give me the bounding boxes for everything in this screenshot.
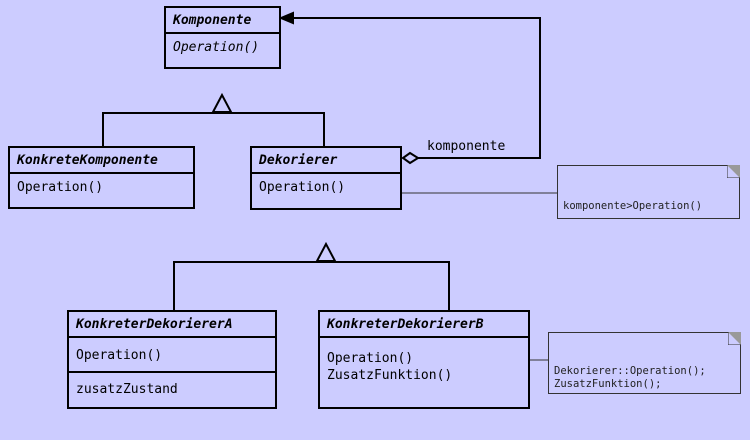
note-fold-icon (728, 332, 741, 345)
note-line: Dekorierer::Operation(); (554, 365, 706, 377)
operations-section: Operation() (166, 32, 279, 62)
class-konkreter-dekorierer-b: KonkreterDekoriererB Operation() ZusatzF… (318, 310, 530, 409)
operation: Operation() (259, 180, 346, 195)
note-konkreter-dekorierer-b: Dekorierer::Operation(); ZusatzFunktion(… (548, 332, 741, 394)
operation: Operation() (173, 40, 260, 55)
note-line: komponente>Operation() (563, 200, 703, 212)
class-konkreter-dekorierer-a: KonkreterDekoriererA Operation() zusatzZ… (67, 310, 277, 409)
aggregation-komponente (278, 11, 541, 165)
operation: Operation() (76, 348, 163, 363)
operation: ZusatzFunktion() (327, 368, 453, 383)
class-dekorierer: Dekorierer Operation() (250, 146, 402, 210)
note-dekorierer: komponente>Operation() (557, 165, 740, 219)
class-name: KonkreterDekoriererA (76, 317, 233, 332)
operations-section: Operation() (252, 172, 400, 202)
operations-section: Operation() (10, 172, 193, 202)
association-label: komponente (427, 139, 506, 154)
attribute: zusatzZustand (76, 382, 178, 397)
attributes-section: zusatzZustand (69, 371, 275, 404)
operations-section: Operation() ZusatzFunktion() (320, 336, 528, 390)
operation: Operation() (17, 180, 104, 195)
class-name: Komponente (173, 13, 252, 28)
class-name: KonkreteKomponente (17, 153, 158, 168)
operation: Operation() (327, 351, 414, 366)
class-name: Dekorierer (259, 153, 338, 168)
note-fold-icon (727, 165, 740, 178)
operations-section: Operation() (69, 336, 275, 371)
class-konkrete-komponente: KonkreteKomponente Operation() (8, 146, 195, 209)
note-line: ZusatzFunktion(); (554, 378, 662, 390)
generalization-dekorierer (173, 241, 450, 310)
class-komponente: Komponente Operation() (164, 6, 281, 69)
generalization-komponente (102, 92, 325, 146)
class-name: KonkreterDekoriererB (327, 317, 484, 332)
